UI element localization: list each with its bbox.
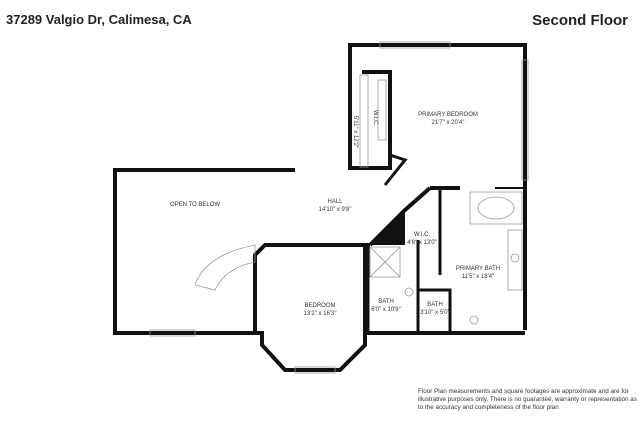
wall-open-to-below: [113, 168, 295, 335]
room-size: 14'10" x 9'8": [319, 207, 352, 213]
room-name: BEDROOM: [304, 303, 335, 309]
stair-triangle: [370, 210, 405, 245]
window-right: [521, 59, 529, 181]
room-size: 6'0" x 10'9": [371, 307, 401, 313]
wall-wic: [350, 70, 392, 170]
shower: [369, 246, 401, 278]
room-size: 3'10" x 5'0": [420, 310, 450, 316]
property-address: 37289 Valgio Dr, Calimesa, CA: [6, 12, 192, 27]
room-name: W.I.C.: [372, 110, 378, 127]
spiral-stair: [194, 244, 256, 291]
wall-wic-diag: [383, 153, 408, 186]
bathtub: [477, 196, 515, 220]
room-name: PRIMARY BEDROOM: [418, 112, 478, 118]
sink-2: [510, 253, 520, 263]
room-name: BATH: [378, 299, 394, 305]
room-name: BATH: [427, 302, 443, 308]
room-size: 4'8" x 13'0": [407, 240, 437, 246]
room-size: 11'5" x 18'4": [462, 274, 494, 280]
room-name: W.I.C.: [414, 232, 431, 238]
vanity: [507, 229, 523, 291]
room-size: 13'2" x 16'3": [304, 311, 337, 317]
window-bottom-left: [149, 329, 196, 337]
window-top: [379, 41, 451, 49]
room-name: PRIMARY BATH: [456, 266, 500, 272]
wall-bedroom: [253, 243, 370, 372]
wall-bath-small: [418, 288, 452, 333]
room-name: OPEN TO BELOW: [170, 202, 220, 208]
room-size: 5'11" x 12'2": [352, 116, 358, 148]
room-name: HALL: [327, 199, 343, 205]
floor-title: Second Floor: [532, 12, 628, 29]
tub-surround: [469, 191, 523, 225]
window-bay: [294, 366, 336, 374]
disclaimer: Floor Plan measurements and square foota…: [418, 388, 637, 411]
closet-shelf: [359, 74, 369, 168]
closet-shelf-2: [377, 79, 387, 141]
sink-1: [469, 315, 479, 325]
room-size: 21'7" x 20'4": [432, 120, 465, 126]
sink-3: [404, 287, 414, 297]
